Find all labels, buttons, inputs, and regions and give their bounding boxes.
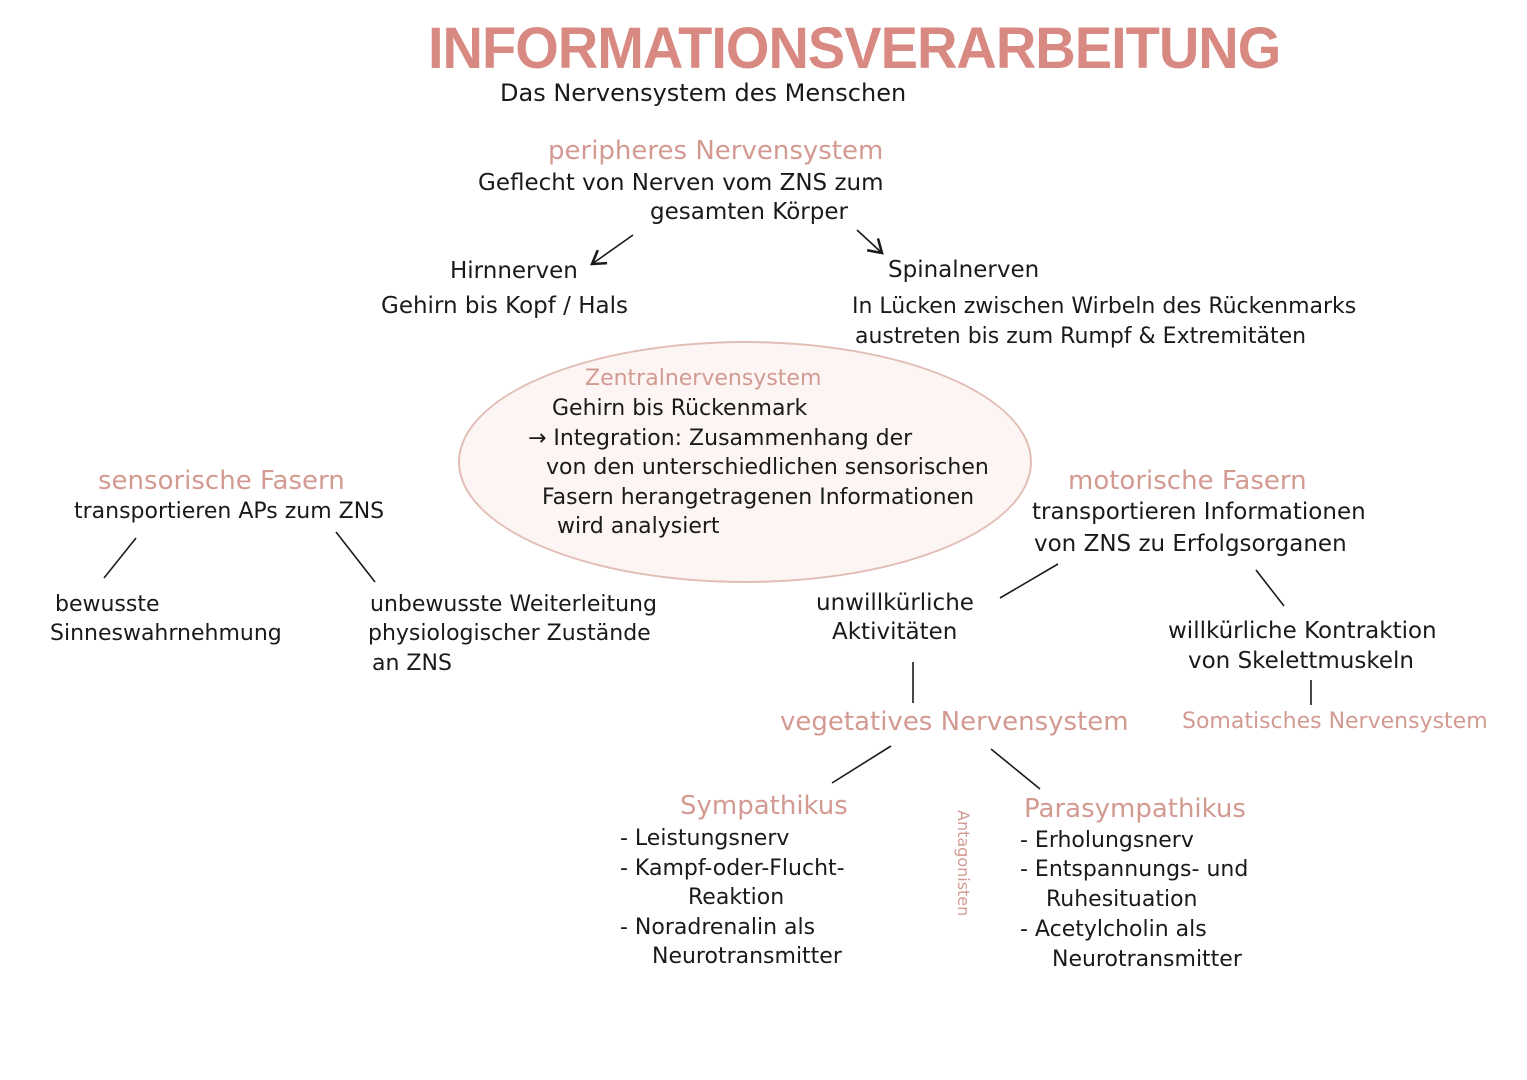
line-to-unwillkuerlich (999, 563, 1059, 599)
line-to-parasympathikus (990, 748, 1041, 790)
sympathikus-heading: Sympathikus (680, 791, 848, 821)
page-title: INFORMATIONSVERARBEITUNG (428, 14, 1281, 81)
hirnnerven-desc: Gehirn bis Kopf / Hals (381, 293, 629, 319)
motorisch-desc-line1: transportieren Informationen (1032, 499, 1366, 525)
spinalnerven-desc-line1: In Lücken zwischen Wirbeln des Rückenmar… (852, 294, 1357, 319)
spinalnerven-heading: Spinalnerven (888, 257, 1040, 283)
line-to-willkuerlich (1255, 569, 1285, 607)
parasympathikus-item1: - Erholungsnerv (1020, 828, 1194, 853)
zns-line4: Fasern herangetragenen Informationen (542, 485, 975, 510)
sensorisch-bewusst-line2: Sinneswahrnehmung (50, 621, 282, 646)
somatisch-heading: Somatisches Nervensystem (1182, 709, 1488, 734)
pns-heading: peripheres Nervensystem (548, 136, 884, 166)
motorisch-desc-line2: von ZNS zu Erfolgsorganen (1034, 531, 1347, 557)
parasympathikus-item3-line1: - Acetylcholin als (1020, 917, 1207, 942)
willkuerlich-line1: willkürliche Kontraktion (1168, 618, 1437, 644)
sensorisch-desc: transportieren APs zum ZNS (74, 499, 385, 524)
sympathikus-item1: - Leistungsnerv (620, 826, 790, 851)
line-to-bewusste (103, 537, 137, 579)
zns-line3: von den unterschiedlichen sensorischen (546, 455, 989, 480)
unwillkuerlich-line1: unwillkürliche (816, 590, 974, 616)
zns-line5: wird analysiert (557, 514, 720, 539)
hirnnerven-heading: Hirnnerven (450, 258, 578, 284)
parasympathikus-item2-line2: Ruhesituation (1046, 887, 1198, 912)
sympathikus-item3-line1: - Noradrenalin als (620, 915, 816, 940)
page-subtitle: Das Nervensystem des Menschen (500, 79, 907, 107)
pns-desc-line2: gesamten Körper (650, 199, 848, 225)
vegetativ-heading: vegetatives Nervensystem (780, 707, 1129, 737)
antagonisten-label: Antagonisten (954, 810, 973, 917)
parasympathikus-item2-line1: - Entspannungs- und (1020, 857, 1249, 882)
spinalnerven-desc-line2: austreten bis zum Rumpf & Extremitäten (855, 324, 1307, 349)
zns-line2: → Integration: Zusammenhang der (528, 426, 913, 451)
zns-line1: Gehirn bis Rückenmark (552, 396, 808, 421)
sympathikus-item2-line2: Reaktion (688, 885, 785, 910)
parasympathikus-heading: Parasympathikus (1024, 794, 1246, 824)
line-to-unbewusste (335, 531, 376, 583)
arrow-to-spinalnerven (856, 229, 884, 255)
zns-ellipse (458, 341, 1032, 583)
sensorisch-unbewusst-line1: unbewusste Weiterleitung (370, 592, 657, 617)
willkuerlich-line2: von Skelettmuskeln (1188, 648, 1414, 674)
sensorisch-unbewusst-line2: physiologischer Zustände (368, 621, 651, 646)
zns-heading: Zentralnervensystem (585, 366, 822, 391)
parasympathikus-item3-line2: Neurotransmitter (1052, 947, 1242, 972)
sympathikus-item3-line2: Neurotransmitter (652, 944, 842, 969)
sensorisch-unbewusst-line3: an ZNS (372, 651, 452, 676)
unwillkuerlich-line2: Aktivitäten (832, 619, 958, 645)
arrow-to-hirnnerven (590, 234, 634, 266)
line-to-sympathikus (831, 745, 892, 784)
pns-desc-line1: Geflecht von Nerven vom ZNS zum (478, 170, 884, 196)
motorisch-heading: motorische Fasern (1068, 466, 1307, 496)
sensorisch-bewusst-line1: bewusste (55, 592, 160, 617)
sympathikus-item2-line1: - Kampf-oder-Flucht- (620, 856, 845, 881)
sensorisch-heading: sensorische Fasern (98, 466, 345, 496)
